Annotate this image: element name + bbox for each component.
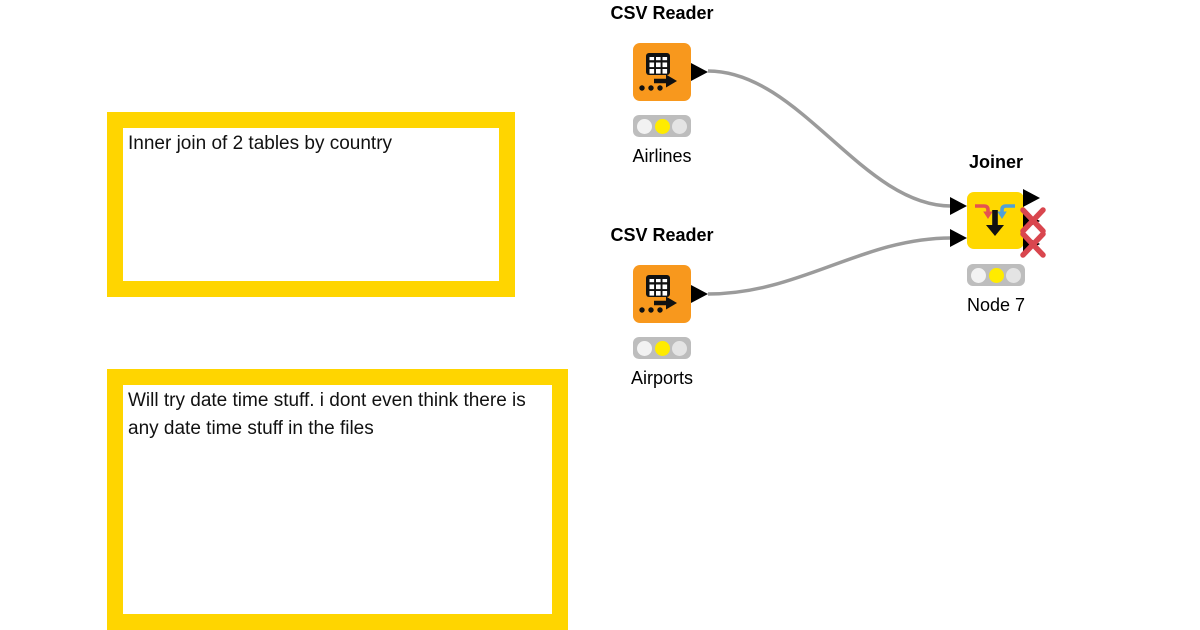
node-status-traffic-light (633, 115, 691, 137)
input-port-1[interactable] (950, 197, 967, 215)
output-port[interactable] (691, 63, 708, 81)
node-name-label[interactable]: Airlines (632, 146, 692, 166)
node-joiner[interactable]: Joiner Node 7 (950, 152, 1046, 315)
annotation-text: Will try date time stuff. i dont even th… (128, 390, 526, 439)
status-lamp-green (672, 118, 687, 134)
joiner-icon (975, 204, 1015, 236)
node-type-title: Joiner (968, 152, 1024, 172)
output-port[interactable] (691, 285, 708, 303)
csv-reader-node-body[interactable] (633, 43, 691, 101)
status-lamp-yellow (654, 340, 670, 356)
csv-reader-node-body[interactable] (633, 265, 691, 323)
node-csv-reader-airlines[interactable]: CSV Reader (610, 3, 713, 166)
node-csv-reader-airports[interactable]: CSV Reader (610, 225, 713, 388)
joiner-node-body[interactable] (967, 192, 1024, 249)
status-lamp-yellow (988, 267, 1004, 283)
node-status-traffic-light (967, 264, 1025, 286)
connection-airports-joiner[interactable] (707, 236, 952, 296)
connection-airlines-joiner[interactable] (707, 69, 952, 208)
node-type-title: CSV Reader (610, 3, 714, 23)
csv-reader-icon (639, 53, 677, 91)
input-port-2[interactable] (950, 229, 967, 247)
inactive-port-x-icon (1020, 231, 1046, 258)
csv-reader-icon (639, 275, 677, 313)
node-type-title: CSV Reader (610, 225, 714, 245)
status-lamp-green (672, 340, 687, 356)
status-lamp-red (637, 118, 652, 134)
node-name-label[interactable]: Node 7 (966, 295, 1026, 315)
node-name-label[interactable]: Airports (630, 368, 694, 388)
status-lamp-red (971, 267, 986, 283)
node-status-traffic-light (633, 337, 691, 359)
inactive-port-x-icon (1020, 207, 1046, 234)
status-lamp-yellow (654, 118, 670, 134)
status-lamp-green (1006, 267, 1021, 283)
status-lamp-red (637, 340, 652, 356)
workflow-annotation-datetime[interactable]: Will try date time stuff. i dont even th… (107, 369, 568, 630)
workflow-annotation-inner-join[interactable]: Inner join of 2 tables by country (107, 112, 515, 297)
output-port-1[interactable] (1023, 189, 1040, 207)
annotation-text: Inner join of 2 tables by country (128, 133, 393, 154)
